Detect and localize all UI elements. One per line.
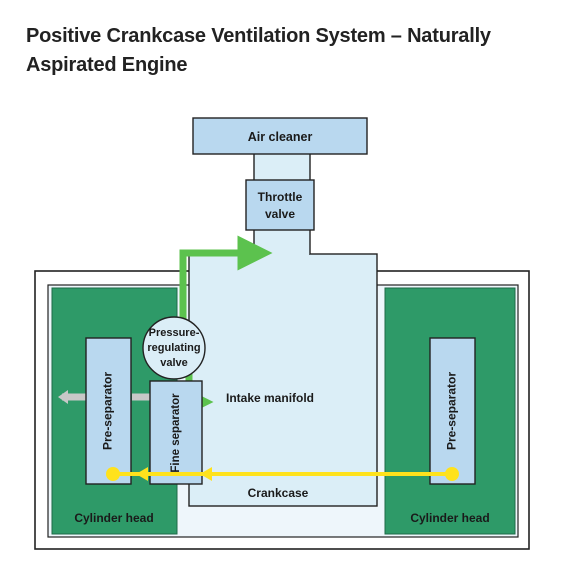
title-line-2: Aspirated Engine [26,54,188,76]
crankcase-label: Crankcase [248,486,309,500]
pre-separator-right-label: Pre-separator [445,372,459,450]
oil-dot-right [445,467,459,481]
pre-separator-left-box [85,337,132,485]
throttle-valve-label-line2: valve [265,207,295,221]
pressure-regulating-valve [142,316,206,380]
green-flow-arrow [179,235,273,320]
yellow-arrowhead-left [136,467,148,481]
fine-separator-label: Fine separator [170,393,182,473]
title-line-1: Positive Crankcase Ventilation System – … [26,25,491,47]
yellow-arrowhead-right [200,467,212,481]
intake-manifold-label: Intake manifold [226,391,314,405]
cylinder-head-left-label: Cylinder head [74,511,153,525]
throttle-valve-box [245,179,315,231]
crankcase-area [188,253,378,507]
pre-separator-right-box [429,337,476,485]
pressure-valve-label-line2: regulating [147,342,200,354]
gray-arrowhead-left [58,390,68,404]
air-cleaner-box [192,117,368,155]
cylinder-head-right-label: Cylinder head [410,511,489,525]
pressure-valve-label-line3: valve [160,357,188,369]
throttle-valve-label-line1: Throttle [258,190,303,204]
page-title: Positive Crankcase Ventilation System – … [26,22,546,80]
air-cleaner-label: Air cleaner [248,130,313,144]
pre-separator-left-label: Pre-separator [101,372,115,450]
pressure-valve-label-line1: Pressure- [149,327,200,339]
oil-dot-left [106,467,120,481]
fine-separator-box [149,380,203,485]
